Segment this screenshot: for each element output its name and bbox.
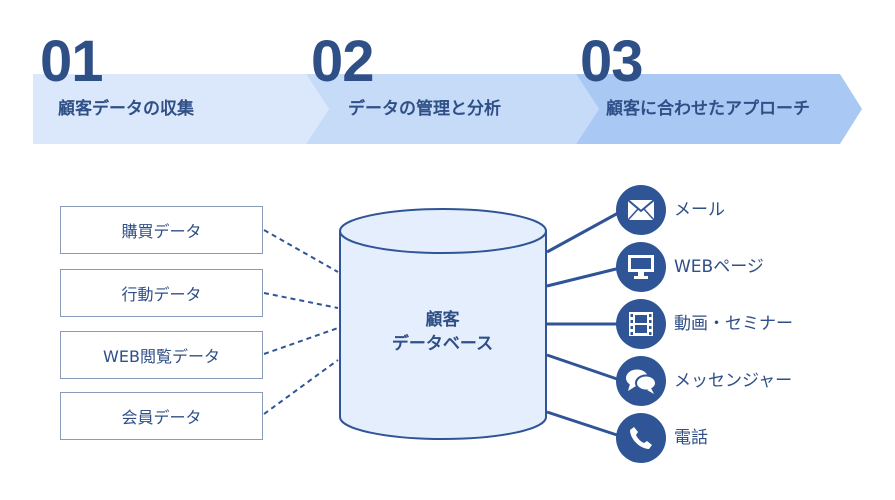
output-label-messenger: メッセンジャー [674, 371, 793, 391]
step-number-2: 02 [311, 29, 375, 94]
input-connector-4 [263, 359, 339, 415]
step-arrow-3 [576, 74, 862, 144]
output-connector-5 [546, 410, 621, 438]
film-icon [616, 299, 666, 349]
step-arrow-2 [306, 74, 599, 144]
input-connector-1 [263, 229, 339, 273]
output-label-phone: 電話 [674, 428, 708, 448]
output-connector-4 [546, 353, 621, 382]
chat-bubbles-icon [616, 356, 666, 406]
diagram-connectors [263, 208, 621, 440]
output-label-web-page: WEBページ [674, 257, 764, 277]
input-connector-3 [263, 327, 339, 355]
step-number-3: 03 [580, 29, 644, 94]
source-box-web-browsing: WEB閲覧データ [60, 331, 263, 379]
database-label-line2: データベース [391, 334, 494, 354]
step-number-1: 01 [40, 29, 104, 94]
output-label-mail: メール [674, 200, 725, 220]
monitor-icon [616, 242, 666, 292]
output-connector-2 [546, 266, 621, 288]
database-label-line1: 顧客 [425, 310, 460, 330]
source-box-behavior: 行動データ [60, 269, 263, 317]
source-box-member: 会員データ [60, 392, 263, 440]
output-label-video-seminar: 動画・セミナー [674, 314, 793, 334]
step-label-1: 顧客データの収集 [58, 99, 194, 119]
process-arrows [33, 74, 862, 144]
step-arrow-1 [33, 74, 329, 144]
input-connector-2 [263, 292, 339, 309]
source-box-purchase: 購買データ [60, 206, 263, 254]
mail-icon [616, 185, 666, 235]
database-cylinder [339, 208, 547, 440]
output-connector-1 [546, 210, 621, 254]
phone-icon [616, 413, 666, 463]
step-label-2: データの管理と分析 [348, 99, 501, 119]
step-label-3: 顧客に合わせたアプローチ [606, 99, 810, 119]
